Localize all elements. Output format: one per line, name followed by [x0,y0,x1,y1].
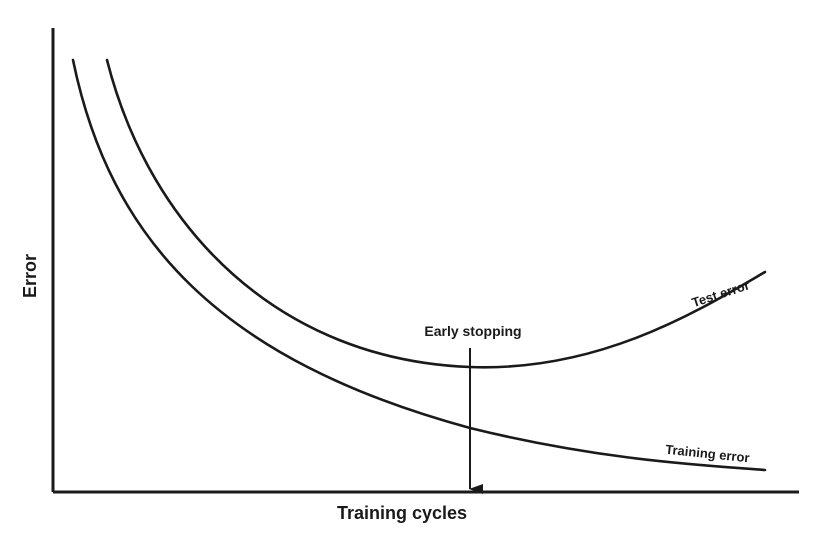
early-stopping-label: Early stopping [424,323,521,339]
training-error-curve [71,58,767,472]
test-error-curve [105,58,767,369]
x-axis-label: Training cycles [337,503,467,523]
y-axis-label: Error [20,254,40,298]
test-error-label: Test error [690,277,751,310]
